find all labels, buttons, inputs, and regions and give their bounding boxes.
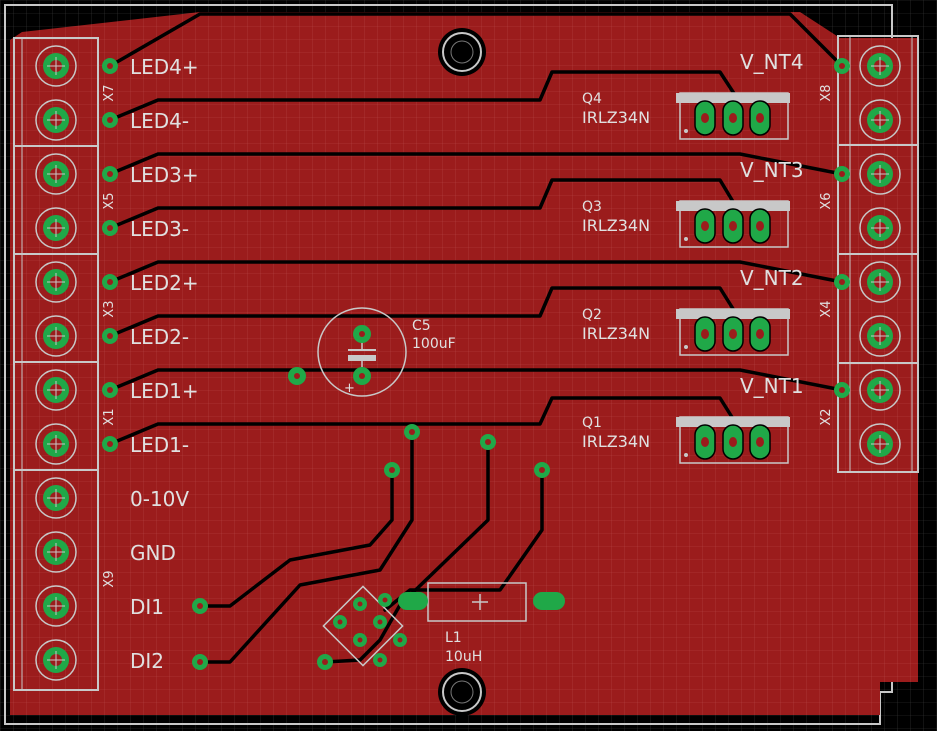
connector-ref: X6	[819, 192, 834, 209]
right-terminal-strip	[837, 35, 919, 473]
inductor-value: 10uH	[445, 649, 482, 665]
pin-label: DI1	[130, 595, 164, 619]
transistor-value: IRLZ34N	[582, 324, 650, 343]
inductor-l1: L1 10uH	[398, 582, 565, 665]
pin-label: LED1+	[130, 379, 199, 403]
connector-ref: X4	[819, 300, 834, 317]
left-terminal-strip	[13, 37, 99, 691]
pin-label: DI2	[130, 649, 164, 673]
net-label: V_NT3	[740, 158, 804, 182]
right-terminal-screws	[859, 45, 901, 465]
connector-ref: X3	[102, 300, 117, 317]
mounting-hole-bottom	[438, 668, 486, 716]
pin-label: LED3+	[130, 163, 199, 187]
connector-ref: X2	[819, 408, 834, 425]
transistor-value: IRLZ34N	[582, 432, 650, 451]
inductor-ref: L1	[445, 630, 462, 646]
pin-label: LED2+	[130, 271, 199, 295]
rotated-ic-footprint	[322, 585, 407, 667]
vias	[192, 424, 550, 670]
transistor-ref: Q4	[582, 91, 602, 107]
transistor-ref: Q1	[582, 415, 602, 431]
capacitor-value: 100uF	[412, 336, 456, 352]
capacitor-ref: C5	[412, 318, 431, 334]
mounting-hole-top	[438, 28, 486, 76]
left-terminal-screws	[35, 45, 77, 681]
capacitor-c5: + C5 100uF	[288, 307, 456, 397]
connector-ref: X5	[102, 192, 117, 209]
pin-label: LED2-	[130, 325, 189, 349]
left-pin-labels: LED4+ LED4- LED3+ LED3- LED2+ LED2- LED1+ LED1-…	[102, 55, 199, 673]
net-label: V_NT4	[740, 50, 804, 74]
pin-label: GND	[130, 541, 176, 565]
net-label: V_NT1	[740, 374, 804, 398]
connector-ref: X9	[102, 570, 117, 587]
connector-ref: X1	[102, 408, 117, 425]
pin-label: LED3-	[130, 217, 189, 241]
transistor-ref: Q3	[582, 199, 602, 215]
transistor-ref: Q2	[582, 307, 602, 323]
pin-label: LED4-	[130, 109, 189, 133]
pin-label: 0-10V	[130, 487, 189, 511]
transistor-value: IRLZ34N	[582, 108, 650, 127]
connector-ref: X8	[819, 84, 834, 101]
net-label: V_NT2	[740, 266, 804, 290]
connector-ref: X7	[102, 84, 117, 101]
transistor-value: IRLZ34N	[582, 216, 650, 235]
pin-label: LED1-	[130, 433, 189, 457]
copper-pour	[10, 12, 918, 715]
pin-label: LED4+	[130, 55, 199, 79]
capacitor-polarity: +	[344, 381, 355, 396]
